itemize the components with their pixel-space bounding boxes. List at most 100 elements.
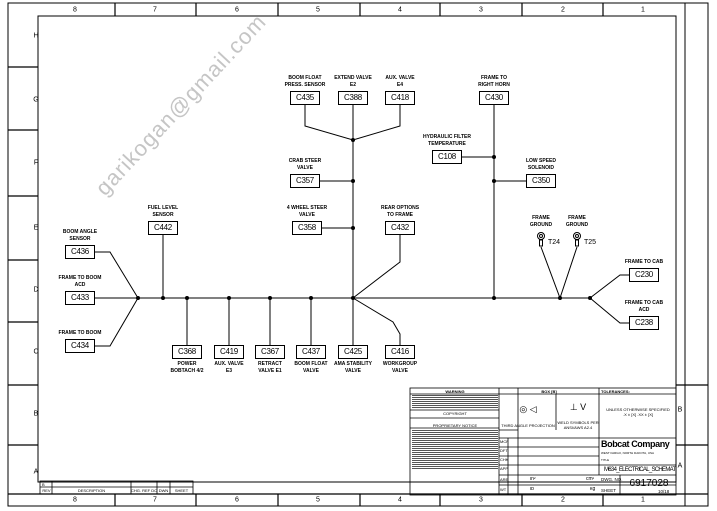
connector-c238: C238 [629, 316, 659, 330]
row-label: B [33, 410, 39, 418]
area-unit: in² [530, 477, 536, 482]
drawing-title: M634_ELECTRICAL_SCHEMATIC [604, 467, 676, 473]
ground-label: FRAME GROUND [529, 215, 553, 228]
column-label: 6 [235, 496, 239, 504]
row-label: B [677, 406, 683, 414]
connector-label: HYDRAULIC FILTER TEMPERATURE [423, 134, 471, 147]
connector-c358: C358 [292, 221, 322, 235]
connector-c108: C108 [432, 150, 462, 164]
connector-label: FRAME TO BOOM ACD [58, 275, 102, 288]
column-label: 7 [153, 6, 157, 14]
connector-label: REAR OPTIONS TO FRAME [380, 205, 420, 218]
proprietary-heading: PROPRIETARY NOTICE [432, 423, 478, 428]
connector-c434: C434 [65, 339, 95, 353]
ground-id: T24 [548, 239, 561, 246]
connector-label: 4 WHEEL STEER VALVE [286, 205, 328, 218]
connector-c425: C425 [338, 345, 368, 359]
row-label: H [33, 32, 39, 40]
sheet-label: SHEET [601, 488, 617, 493]
connector-label: FRAME TO RIGHT HORN [478, 75, 510, 88]
connector-label: BOOM ANGLE SENSOR [62, 229, 98, 242]
connector-c419: C419 [214, 345, 244, 359]
connector-label: BOOM FLOAT VALVE [294, 361, 328, 374]
third-angle-label: THIRD ANGLE PROJECTION [501, 423, 555, 428]
connector-label: POWER BOBTACH 4/2 [170, 361, 204, 374]
column-label: 8 [73, 6, 77, 14]
row-label: WT [500, 487, 507, 492]
row-label: E [33, 224, 39, 232]
connector-label: FRAME TO BOOM [58, 330, 102, 336]
title-block-grid [39, 387, 677, 496]
column-label: 5 [316, 496, 320, 504]
connector-label: AMA STABILITY VALVE [333, 361, 373, 374]
column-label: 5 [316, 6, 320, 14]
connector-c437: C437 [296, 345, 326, 359]
connector-c435: C435 [290, 91, 320, 105]
connector-label: WORKGROUP VALVE [382, 361, 418, 374]
column-label: 1 [641, 496, 645, 504]
ground-label: FRAME GROUND [565, 215, 589, 228]
connector-c367: C367 [255, 345, 285, 359]
row-label: A [677, 462, 683, 470]
row-label: D [33, 286, 39, 294]
rev-header: REV [42, 488, 51, 493]
connector-label: AUX. VALVE E3 [214, 361, 244, 374]
third-angle-projection-icon: ◎ ◁ [519, 404, 537, 414]
column-label: 4 [398, 496, 402, 504]
tolerances-label: TOLERANCES: [601, 389, 630, 394]
row-label: DFTR [500, 448, 508, 453]
connector-label: LOW SPEED SOLENOID [525, 158, 557, 171]
connector-c368: C368 [172, 345, 202, 359]
copyright-heading: COPYRIGHT [443, 411, 467, 416]
box-label: BOX [B] [541, 389, 557, 394]
connector-c430: C430 [479, 91, 509, 105]
connector-label: RETRACT VALVE E1 [258, 361, 282, 374]
description-header: DESCRIPTION [77, 488, 106, 493]
warning-heading: WARNING [445, 389, 465, 394]
connector-c433: C433 [65, 291, 95, 305]
connector-c388: C388 [338, 91, 368, 105]
row-label: G [33, 96, 39, 104]
connector-c418: C418 [385, 91, 415, 105]
wires [94, 104, 630, 347]
chg-ref-header: CHG. REF DC [131, 488, 157, 493]
connector-c357: C357 [290, 174, 320, 188]
weld-symbol-icon: ⊥ V [569, 402, 587, 412]
sheet-number: 10/18 [658, 489, 670, 494]
company-logo: Bobcat Company [601, 439, 670, 449]
weld-label: WELD SYMBOLS PER ANSI/AWS A2.4 [557, 420, 599, 430]
tolerances-text: UNLESS OTHERWISE SPECIFIED .X ± [X] .XX … [606, 407, 670, 417]
connector-c350: C350 [526, 174, 556, 188]
column-label: 4 [398, 6, 402, 14]
warning-text [412, 395, 498, 409]
connector-c230: C230 [629, 268, 659, 282]
connector-label: AUX. VALVE E4 [385, 75, 415, 88]
column-label: 7 [153, 496, 157, 504]
column-label: 2 [561, 496, 565, 504]
row-label: CHKD [500, 457, 508, 462]
connector-c416: C416 [385, 345, 415, 359]
company-address: WEST FARGO, NORTH DAKOTA, USA [601, 451, 655, 455]
revision-value: B [42, 482, 45, 487]
column-label: 3 [479, 496, 483, 504]
connector-c432: C432 [385, 221, 415, 235]
row-label: C [33, 348, 39, 356]
connector-label: EXTEND VALVE E2 [334, 75, 372, 88]
row-label: F [33, 159, 39, 167]
row-label: A [33, 468, 39, 476]
ground-terminal-icons [537, 232, 581, 247]
connector-c442: C442 [148, 221, 178, 235]
drawing-number: 6917028 [629, 478, 669, 489]
weight-unit: lb [530, 487, 534, 492]
row-label: MCR [500, 439, 508, 444]
connector-c436: C436 [65, 245, 95, 259]
ground-id: T25 [584, 239, 597, 246]
column-label: 6 [235, 6, 239, 14]
area-unit-metric: cm² [586, 477, 595, 482]
junction-dots [136, 138, 592, 300]
weight-unit-metric: kg [590, 487, 596, 492]
connector-label: FUEL LEVEL SENSOR [147, 205, 179, 218]
column-label: 1 [641, 6, 645, 14]
